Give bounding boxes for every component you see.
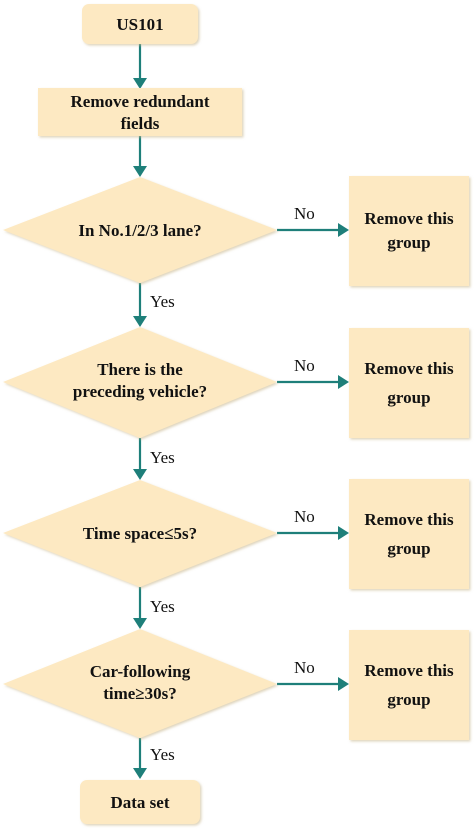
- edge-lane-to-remove-no: [277, 223, 349, 237]
- edge-timespace-to-carfollow-yes: [133, 587, 147, 629]
- remove-group-1-node: Remove this group: [349, 176, 469, 286]
- remove-group-2-node: Remove this group: [349, 328, 469, 438]
- carfollow-check-line2: time≥30s?: [103, 684, 177, 703]
- edge-timespace-to-remove-no: [277, 526, 349, 540]
- remove-group-3-node: Remove this group: [349, 479, 469, 589]
- preceding-check-line2: preceding vehicle?: [73, 382, 207, 401]
- lane-check-decision: In No.1/2/3 lane?: [3, 177, 277, 283]
- edge-remove-fields-to-lane-check: [133, 136, 147, 177]
- remove-group-1-line1: Remove this: [364, 209, 454, 228]
- carfollow-check-line1: Car-following: [90, 662, 191, 681]
- yes-label-3: Yes: [150, 597, 175, 616]
- remove-group-2-line1: Remove this: [364, 359, 454, 378]
- edge-preceding-to-timespace-yes: [133, 438, 147, 480]
- edge-carfollow-to-end-yes: [133, 738, 147, 779]
- remove-group-4-line2: group: [387, 690, 430, 709]
- preceding-check-decision: There is the preceding vehicle?: [3, 327, 277, 438]
- edge-start-to-remove-fields: [133, 44, 147, 89]
- remove-group-3-line2: group: [387, 539, 430, 558]
- timespace-check-label: Time space≤5s?: [83, 524, 197, 543]
- edge-lane-to-preceding-yes: [133, 283, 147, 327]
- yes-label-2: Yes: [150, 448, 175, 467]
- edge-carfollow-to-remove-no: [277, 677, 349, 691]
- carfollow-check-decision: Car-following time≥30s?: [3, 629, 277, 738]
- no-label-2: No: [294, 356, 315, 375]
- preceding-check-line1: There is the: [97, 360, 183, 379]
- start-node-label: US101: [116, 15, 163, 34]
- yes-label-1: Yes: [150, 292, 175, 311]
- remove-group-1-line2: group: [387, 233, 430, 252]
- remove-group-3-line1: Remove this: [364, 510, 454, 529]
- remove-fields-line2: fields: [121, 114, 160, 133]
- remove-fields-line1: Remove redundant: [71, 92, 210, 111]
- remove-fields-node: Remove redundant fields: [38, 88, 242, 136]
- remove-group-4-node: Remove this group: [349, 630, 469, 740]
- remove-group-2-line2: group: [387, 388, 430, 407]
- no-label-4: No: [294, 658, 315, 677]
- edge-preceding-to-remove-no: [277, 375, 349, 389]
- remove-group-4-line1: Remove this: [364, 661, 454, 680]
- end-node-label: Data set: [110, 793, 169, 812]
- end-node: Data set: [80, 780, 200, 824]
- yes-label-4: Yes: [150, 745, 175, 764]
- no-label-3: No: [294, 507, 315, 526]
- lane-check-label: In No.1/2/3 lane?: [78, 221, 201, 240]
- timespace-check-decision: Time space≤5s?: [3, 480, 277, 587]
- start-node: US101: [82, 4, 198, 44]
- no-label-1: No: [294, 204, 315, 223]
